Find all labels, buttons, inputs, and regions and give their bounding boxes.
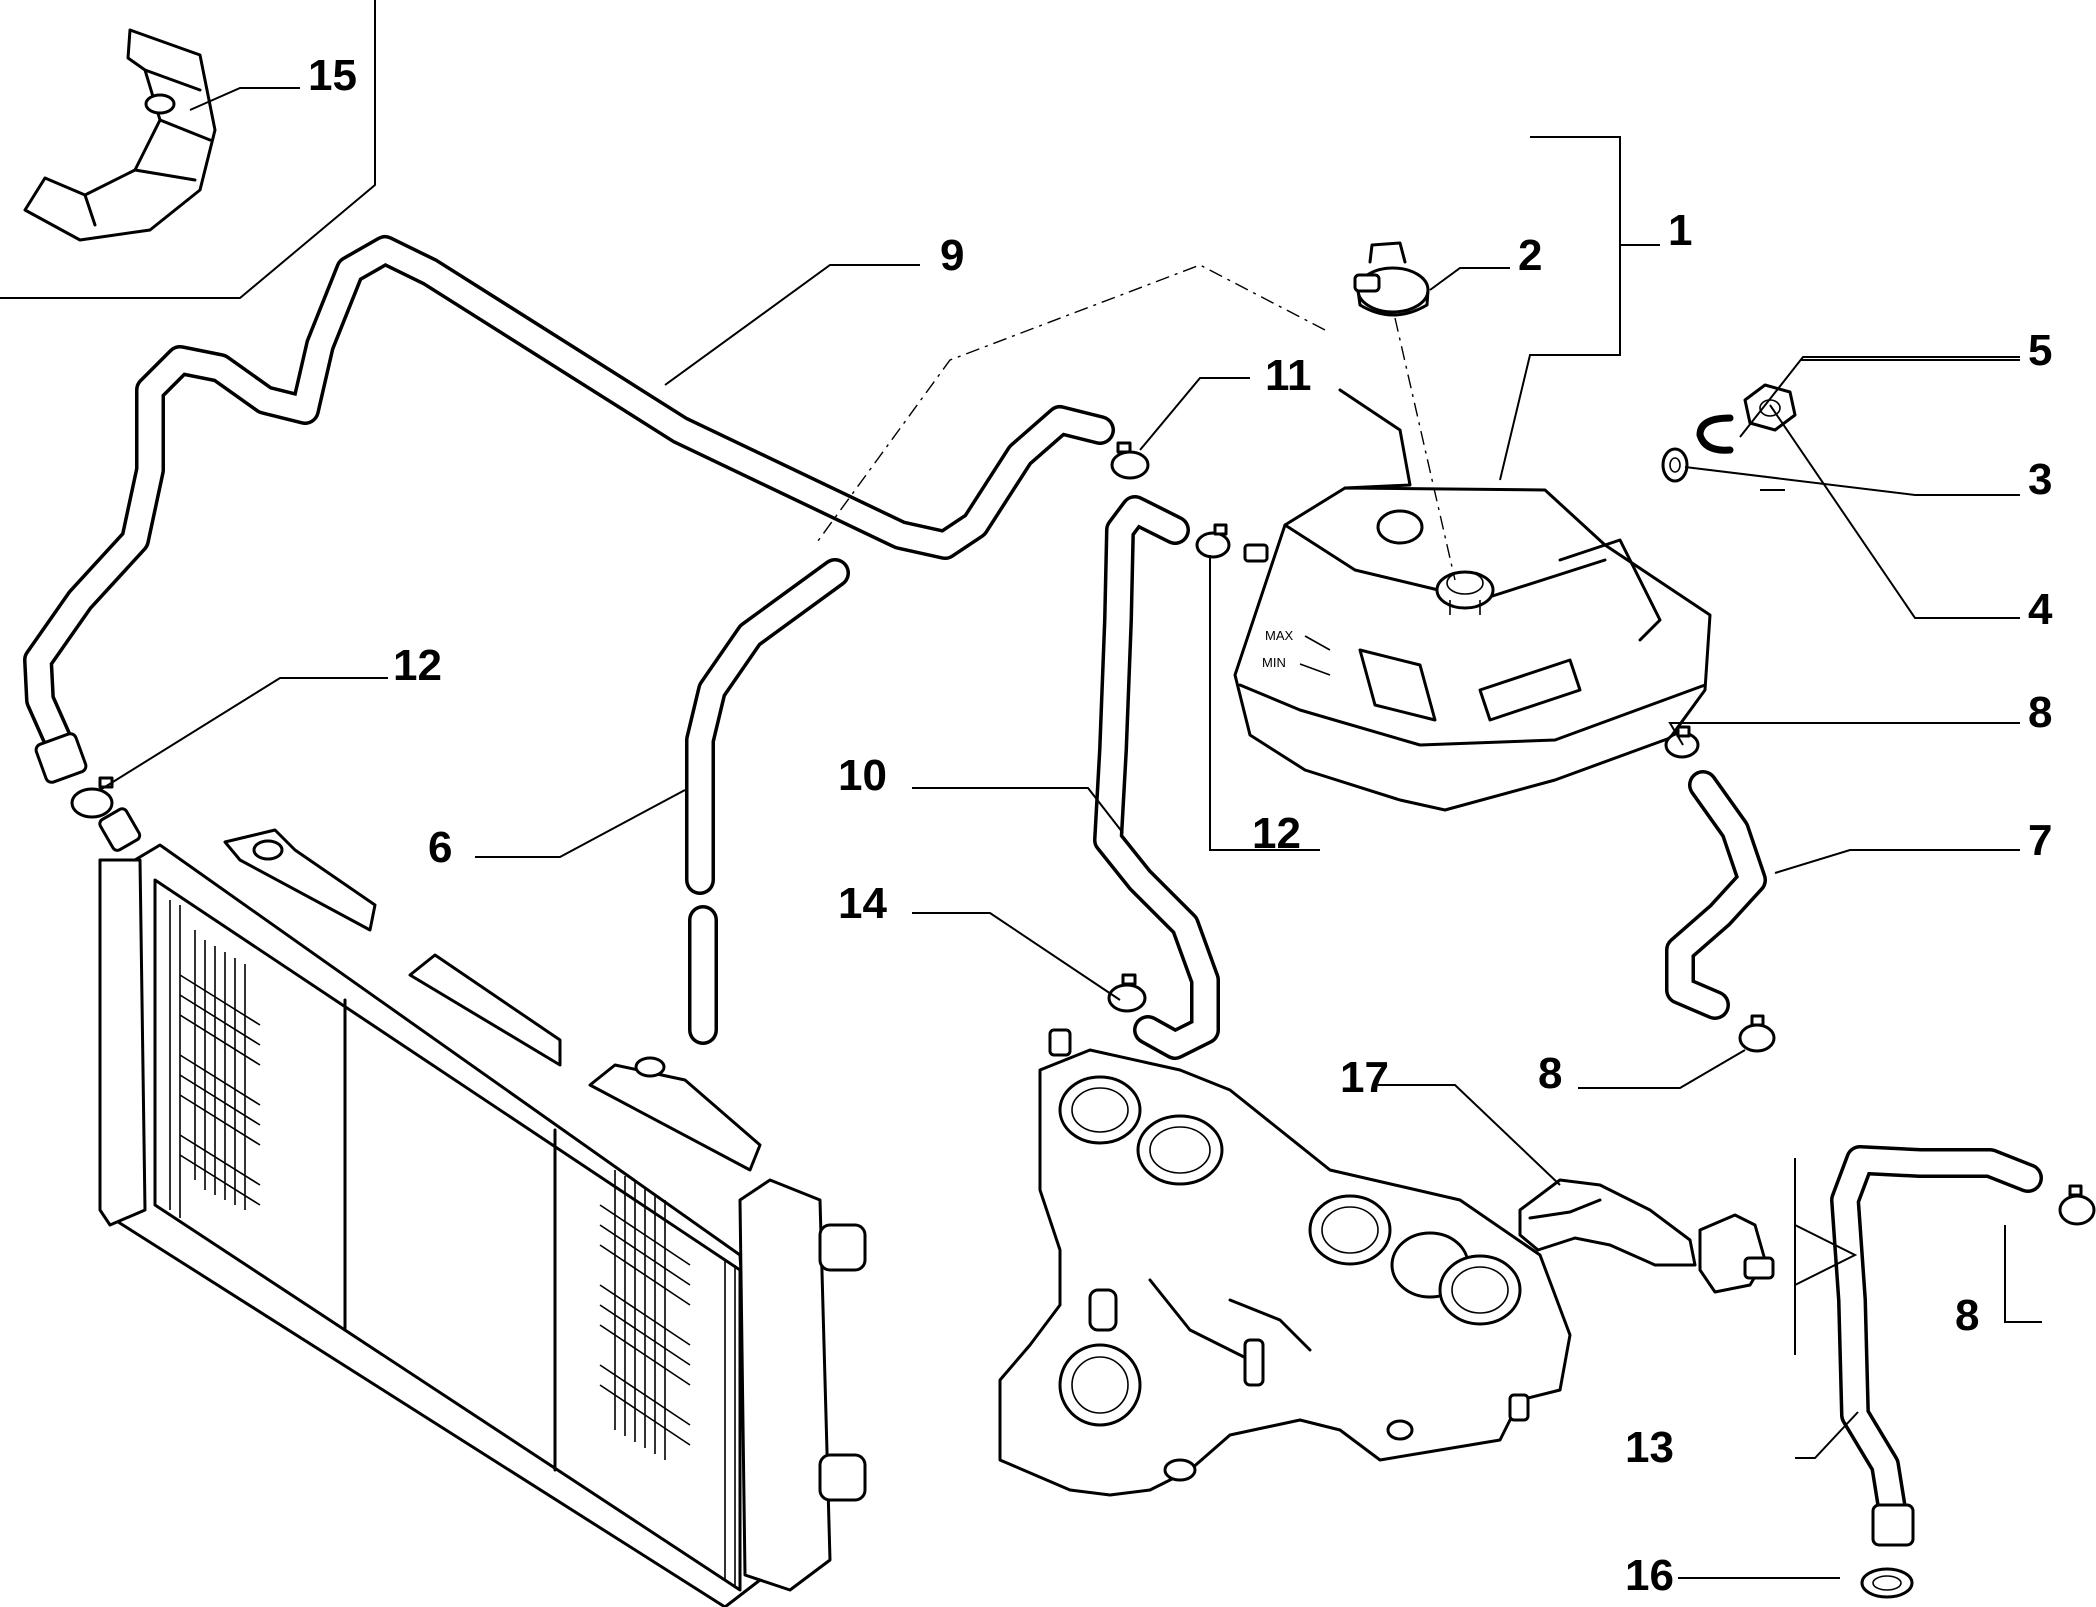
clamp-part-12-tank: [1195, 523, 1231, 559]
callout-4: 4: [2028, 585, 2053, 634]
callout-5: 5: [2028, 326, 2052, 375]
clamp-part-8-hose7: [1738, 1014, 1776, 1053]
callout-12-left: 12: [393, 641, 442, 690]
cap-part-2: [1353, 241, 1430, 317]
bracket-part-17: [1518, 1178, 1775, 1294]
callout-8-lower: 8: [1955, 1291, 1979, 1340]
bracket-part-15: [23, 28, 217, 242]
callout-labels: 1 2 3 4 5 6 7 8 8 8 9 10 11 12 12 13 14 …: [308, 51, 2053, 1600]
washer-part-4: [1661, 447, 1689, 483]
hose-part-9: [23, 235, 1115, 784]
callout-3: 3: [2028, 455, 2052, 504]
callout-8-upper: 8: [2028, 688, 2052, 737]
clamp-part-14: [1107, 973, 1147, 1013]
leader-lines: [99, 87, 2042, 1579]
hose-part-10: [1093, 495, 1220, 1060]
hose-part-13: [1830, 1145, 2043, 1547]
clamp-part-11: [1110, 441, 1150, 480]
dashed-connector-lines: [814, 264, 1456, 581]
callout-9: 9: [940, 231, 964, 280]
nut-part-5: [1743, 383, 1797, 432]
hose-part-7: [1665, 770, 1767, 1020]
callout-10: 10: [838, 751, 887, 800]
clamp-part-8-hose13: [2058, 1184, 2096, 1226]
callout-1: 1: [1668, 206, 1692, 255]
clamp-part-16: [1860, 1567, 1914, 1599]
intake-manifold: [998, 1028, 1572, 1497]
callout-15: 15: [308, 51, 357, 100]
hose-part-6: [685, 558, 850, 1045]
callout-7: 7: [2028, 816, 2052, 865]
callout-14: 14: [838, 879, 887, 928]
callout-17: 17: [1340, 1053, 1389, 1102]
radiator: [98, 807, 867, 1607]
callout-13: 13: [1625, 1423, 1674, 1472]
callout-6: 6: [428, 823, 452, 872]
callout-11: 11: [1265, 351, 1312, 400]
callout-12-right: 12: [1252, 809, 1301, 858]
tank-max-mark: MAX: [1265, 628, 1294, 643]
inset-frame: [0, 0, 376, 299]
callout-8-middle: 8: [1538, 1049, 1562, 1098]
expansion-tank-part-1: MAX MIN: [1233, 388, 1712, 812]
callout-2: 2: [1518, 231, 1542, 280]
radiator-core-hatch-right: [599, 1170, 691, 1460]
clip-part-3: [1696, 414, 1734, 454]
callout-16: 16: [1625, 1551, 1674, 1600]
radiator-core-hatch-left: [179, 930, 261, 1210]
tank-min-mark: MIN: [1262, 655, 1286, 670]
clamp-part-12-radiator: [70, 776, 114, 819]
